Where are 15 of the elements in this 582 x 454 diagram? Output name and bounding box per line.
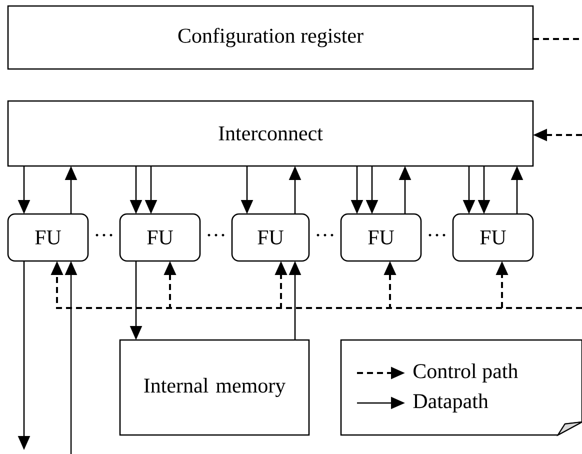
connector-line <box>533 38 582 40</box>
memory-box: Internal memory <box>119 339 310 436</box>
ellipsis: ··· <box>96 234 112 236</box>
unit-box: FU <box>119 213 201 262</box>
register-box: Configuration register <box>7 5 534 70</box>
ellipsis: ··· <box>428 234 446 236</box>
ellipsis: ··· <box>316 234 334 236</box>
unit-box: FU <box>7 213 89 262</box>
unit-box: FU <box>452 213 534 262</box>
register-box: Interconnect <box>7 100 534 167</box>
legend-label: Datapath <box>413 393 488 412</box>
unit-box: FU <box>231 213 310 262</box>
legend-label: Control path <box>414 363 518 382</box>
ellipsis: ··· <box>208 234 224 236</box>
unit-box: FU <box>340 213 422 262</box>
